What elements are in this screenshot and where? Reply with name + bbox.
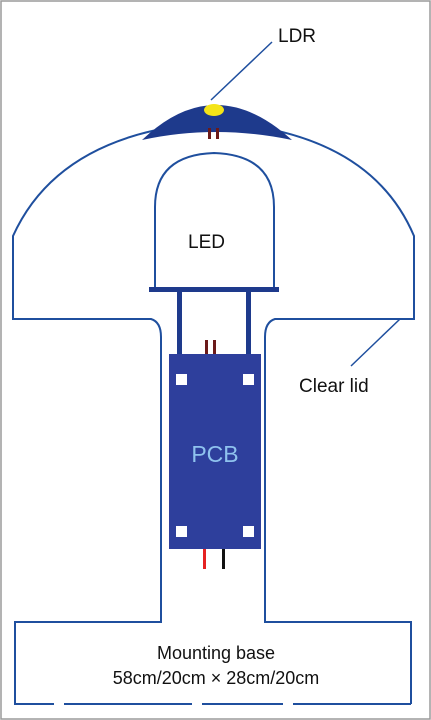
pcb-label: PCB: [191, 441, 238, 467]
led-flange: [149, 287, 279, 292]
ldr-label: LDR: [278, 26, 316, 47]
clear-lid-label: Clear lid: [299, 376, 369, 397]
led-label: LED: [188, 232, 225, 253]
ldr-pin-right: [216, 128, 219, 139]
pcb-board: [169, 354, 261, 549]
led-pin-right: [213, 340, 216, 355]
led-leg-left: [177, 292, 182, 356]
ldr-pin-left: [208, 128, 211, 139]
led-pin-left: [205, 340, 208, 355]
pcb-pad-bottom-left: [176, 526, 187, 537]
mounting-base: [14, 612, 412, 705]
clear-lid-leader-line: [350, 318, 401, 367]
mounting-base-title: Mounting base: [157, 643, 275, 663]
wire-red: [203, 549, 206, 569]
led-dome: [154, 151, 275, 288]
wire-black: [222, 549, 225, 569]
ldr-leader-line: [210, 41, 273, 101]
led-leg-right: [246, 292, 251, 356]
mounting-base-dimensions: 58cm/20cm × 28cm/20cm: [113, 668, 320, 688]
pcb-pad-bottom-right: [243, 526, 254, 537]
sensor-cap: [142, 105, 292, 140]
ldr-sensor: [204, 104, 224, 116]
pcb-pad-top-right: [243, 374, 254, 385]
pcb-pad-top-left: [176, 374, 187, 385]
